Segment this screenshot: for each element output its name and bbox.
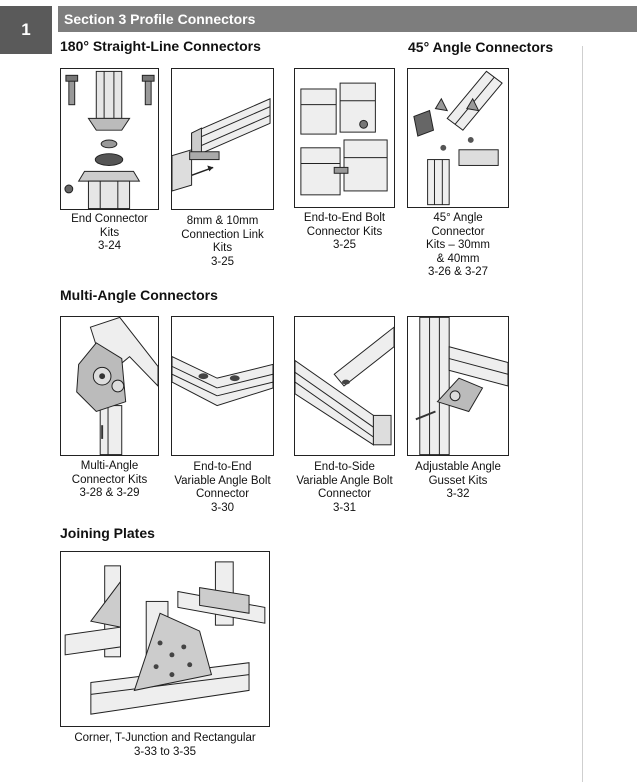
item-end-connector[interactable]: End Connector Kits 3-24 <box>60 68 159 280</box>
end-to-end-bolt-illustration <box>294 68 395 208</box>
angle-45-caption-1: 45° Angle <box>433 212 483 224</box>
margin-rule <box>582 46 583 782</box>
side-variable-angle-caption-3: Connector <box>317 488 372 500</box>
angle-45-caption-3: Kits – 30mm <box>426 239 490 251</box>
end-to-end-bolt-caption-1: End-to-End Bolt <box>303 212 386 224</box>
angle-45-caption-4: & 40mm <box>436 252 480 265</box>
side-variable-angle-illustration <box>294 316 395 456</box>
item-variable-angle-bolt[interactable]: End-to-End Variable Angle Bolt Connector… <box>171 316 274 520</box>
end-connector-illustration <box>60 68 159 210</box>
end-connector-ref: 3-24 <box>97 240 122 252</box>
end-connector-caption-2: Kits <box>99 226 120 239</box>
end-connector-caption-1: End Connector <box>71 213 148 225</box>
item-joining-plates[interactable]: Corner, T-Junction and Rectangular 3-33 … <box>60 551 270 765</box>
variable-angle-bolt-illustration <box>171 316 274 456</box>
connection-link-caption-3: Kits <box>212 242 233 254</box>
section-header: Section 3 Profile Connectors <box>58 6 637 32</box>
heading-multi-angle: Multi-Angle Connectors <box>60 287 218 303</box>
side-variable-angle-caption-2: Variable Angle Bolt <box>296 474 393 487</box>
joining-plates-illustration <box>60 551 270 727</box>
multi-angle-ref: 3-28 & 3-29 <box>79 487 140 499</box>
item-gusset[interactable]: Adjustable Angle Gusset Kits 3-32 <box>407 316 509 506</box>
angle-45-illustration <box>407 68 509 208</box>
angle-45-caption-2: Connector <box>431 225 485 238</box>
multi-angle-caption-2: Connector Kits <box>71 473 148 486</box>
gusset-caption-2: Gusset Kits <box>428 474 488 487</box>
connection-link-caption-2: Connection Link <box>181 228 264 241</box>
item-side-variable-angle[interactable]: End-to-Side Variable Angle Bolt Connecto… <box>294 316 395 520</box>
chapter-number: 1 <box>21 20 31 39</box>
joining-plates-caption-1: Corner, T-Junction and Rectangular <box>74 732 256 744</box>
chapter-tab: 1 <box>0 6 52 54</box>
variable-angle-bolt-caption-3: Connector <box>195 488 250 500</box>
connection-link-ref: 3-25 <box>210 255 235 268</box>
end-to-end-bolt-caption-2: Connector Kits <box>306 225 383 238</box>
heading-45-angle: 45° Angle Connectors <box>408 39 554 55</box>
multi-angle-illustration <box>60 316 159 456</box>
gusset-ref: 3-32 <box>446 488 470 500</box>
gusset-illustration <box>407 316 509 456</box>
connection-link-illustration <box>171 68 274 210</box>
heading-joining-plates: Joining Plates <box>60 525 155 541</box>
gusset-caption-1: Adjustable Angle <box>415 461 501 473</box>
connection-link-caption-1: 8mm & 10mm <box>186 215 259 227</box>
heading-straight-line: 180° Straight-Line Connectors <box>60 38 261 54</box>
item-45-angle[interactable]: 45° Angle Connector Kits – 30mm & 40mm 3… <box>407 68 509 280</box>
item-multi-angle[interactable]: Multi-Angle Connector Kits 3-28 & 3-29 <box>60 316 159 506</box>
side-variable-angle-ref: 3-31 <box>332 501 357 514</box>
side-variable-angle-caption-1: End-to-Side <box>314 461 375 473</box>
item-connection-link[interactable]: 8mm & 10mm Connection Link Kits 3-25 <box>171 68 274 280</box>
end-to-end-bolt-ref: 3-25 <box>332 239 357 251</box>
item-end-to-end-bolt[interactable]: End-to-End Bolt Connector Kits 3-25 <box>294 68 395 280</box>
multi-angle-caption-1: Multi-Angle <box>80 460 139 472</box>
angle-45-ref: 3-26 & 3-27 <box>427 266 489 278</box>
joining-plates-ref: 3-33 to 3-35 <box>133 745 196 758</box>
variable-angle-bolt-caption-2: Variable Angle Bolt <box>174 474 271 487</box>
variable-angle-bolt-ref: 3-30 <box>210 501 235 514</box>
variable-angle-bolt-caption-1: End-to-End <box>193 461 252 473</box>
